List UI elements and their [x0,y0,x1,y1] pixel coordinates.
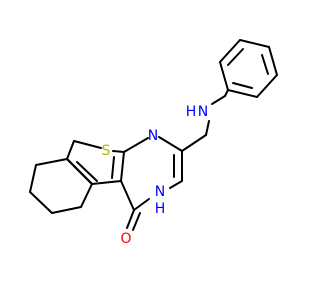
bond [66,158,93,185]
bond [120,180,135,211]
bond [169,180,183,189]
bond [158,136,183,152]
bond [261,54,269,75]
bond [205,120,210,136]
bond [133,198,150,211]
molecule-canvas: S N N H N H O [29,39,278,247]
bond [227,48,244,66]
bond [73,140,102,149]
bond [123,137,149,153]
bond [66,140,75,160]
bond [268,46,278,76]
bond [91,180,122,185]
sulfur-atom: S [102,143,111,159]
bond [181,134,207,152]
bond [126,209,135,229]
bond [211,95,226,105]
bond [29,164,37,193]
nitrogen-atom-ring: N [148,128,158,144]
bond [256,74,278,98]
bonds [29,39,278,231]
bond [227,89,258,98]
bond [112,150,125,153]
atom-labels: S N N H N H O [102,104,209,247]
bond [132,212,141,231]
bond [76,161,98,182]
nitrogen-atom-chain: N [198,104,208,120]
bond [219,61,229,91]
bond [111,156,115,179]
bond [224,89,229,97]
bond [219,39,241,63]
structure-diagram: S N N H N H O [29,39,278,247]
nitrogen-atom-ring-nh: N [155,184,165,200]
bond [35,158,68,166]
hydrogen-atom-chain: H [186,104,197,120]
bond [120,151,125,182]
hydrogen-atom-ring-nh: H [155,201,166,217]
bond [29,191,53,214]
bond [232,82,253,89]
bond [80,183,93,208]
bond [51,206,82,214]
oxygen-atom: O [120,231,131,247]
bond [239,39,270,48]
